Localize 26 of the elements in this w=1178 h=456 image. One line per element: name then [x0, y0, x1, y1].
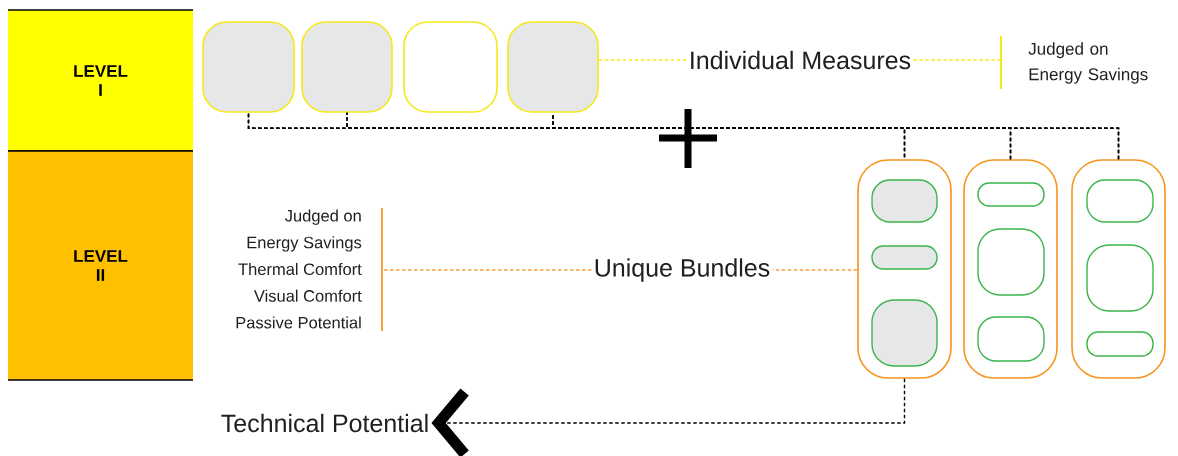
measure-box [871, 299, 938, 367]
measure-box [1086, 331, 1154, 357]
measure-box [977, 228, 1045, 296]
measure-box [871, 179, 938, 223]
connector [431, 378, 906, 456]
measure-box [1086, 179, 1154, 223]
measure-box [1086, 244, 1154, 312]
measure-box [977, 182, 1045, 207]
measure-box [301, 21, 393, 113]
connector [598, 59, 688, 61]
heading-text: Individual Measures [691, 50, 911, 70]
connector [771, 269, 858, 271]
heading-text: Unique Bundles [595, 258, 770, 282]
level-band: LEVEL II [7, 150, 194, 381]
measure-box [871, 245, 938, 270]
measure-box [202, 21, 295, 113]
criteria-text: Judged on Energy Savings [1028, 42, 1148, 84]
connector [552, 112, 1120, 160]
measure-box [403, 21, 498, 113]
level-band: LEVEL I [7, 9, 194, 152]
criteria-list: Judged on Energy Savings Thermal Comfort Visual Comfort Passive Potential [236, 209, 362, 329]
connector [381, 269, 593, 271]
measure-box [507, 21, 599, 113]
connector [912, 59, 1002, 61]
heading-text: Technical Potential [221, 413, 428, 433]
measure-box [977, 316, 1045, 362]
